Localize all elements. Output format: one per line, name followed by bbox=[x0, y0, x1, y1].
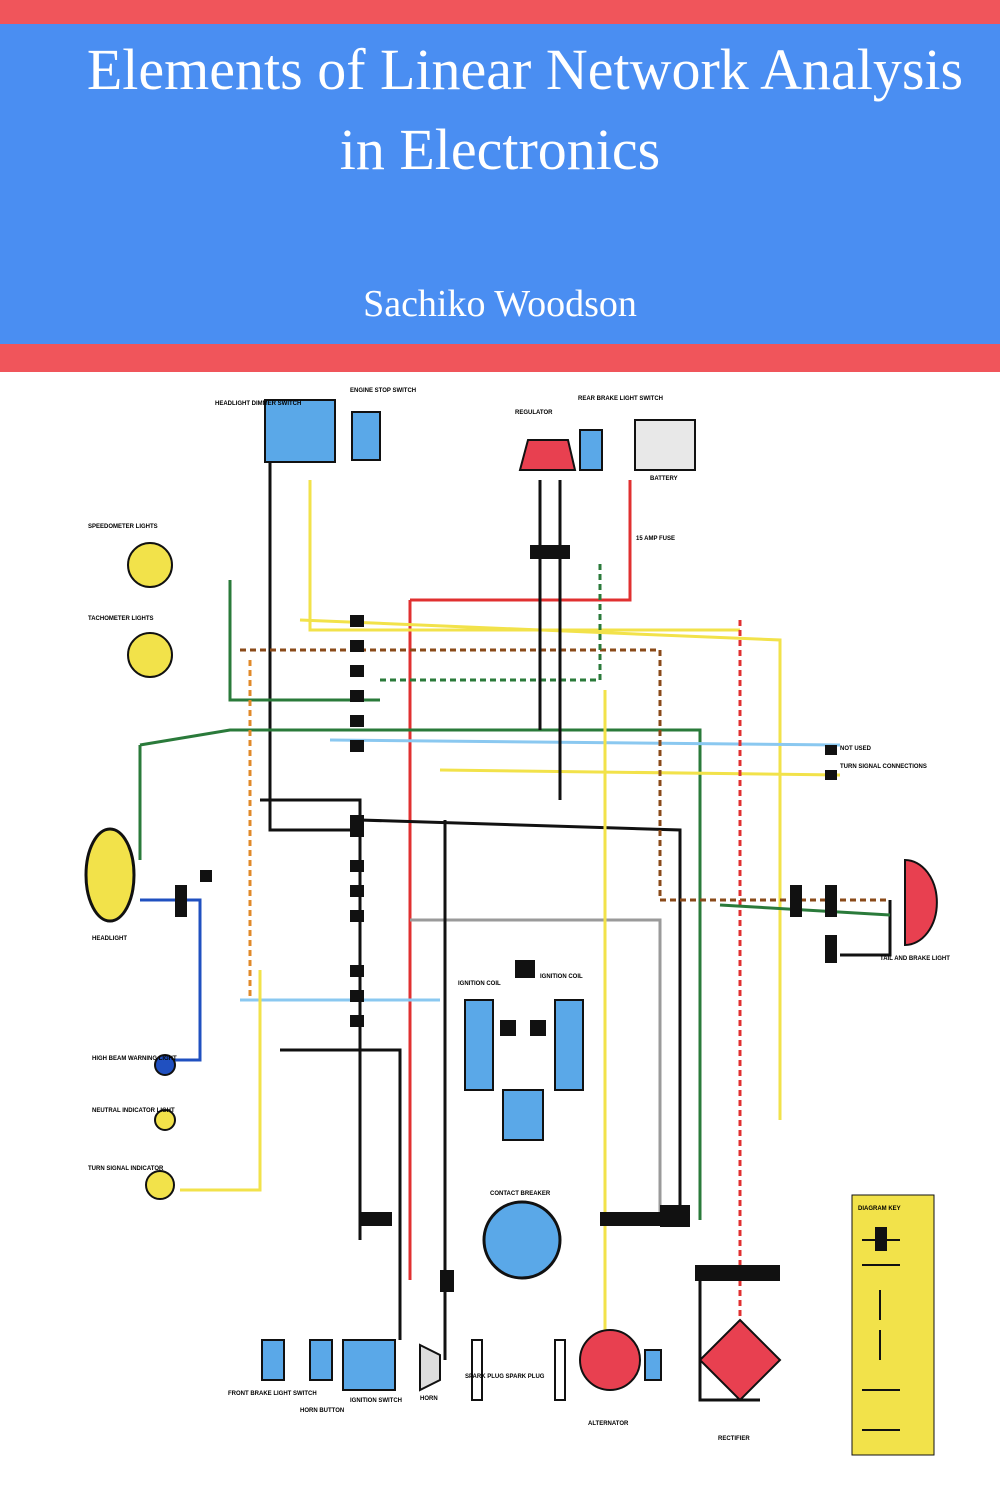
front-brake-switch bbox=[261, 1339, 285, 1381]
label-ignition-coil-left: IGNITION COIL bbox=[458, 981, 501, 987]
alternator bbox=[579, 1329, 641, 1391]
spark-plug-right bbox=[554, 1339, 566, 1401]
wire-black-3 bbox=[538, 480, 562, 800]
horn-button bbox=[309, 1339, 333, 1381]
label-high-beam: HIGH BEAM WARNING LIGHT bbox=[92, 1056, 177, 1062]
label-front-brake: FRONT BRAKE LIGHT SWITCH bbox=[228, 1391, 317, 1397]
wire-green-3 bbox=[380, 560, 602, 682]
label-turn-signal: TURN SIGNAL CONNECTIONS bbox=[840, 764, 927, 770]
wire-green-2 bbox=[228, 580, 380, 702]
ignition-switch bbox=[342, 1339, 396, 1391]
book-title-line-2: in Electronics bbox=[339, 117, 661, 182]
label-fuse: 15 AMP FUSE bbox=[636, 536, 675, 542]
label-battery: BATTERY bbox=[650, 476, 678, 482]
wire-green-tail bbox=[719, 903, 891, 917]
spark-plug-left bbox=[471, 1339, 483, 1401]
label-spark-plug: SPARK PLUG SPARK PLUG bbox=[465, 1374, 545, 1380]
tail-brake-light bbox=[904, 858, 938, 947]
wiring-diagram: DIAGRAM KEY HEADLIGHT DIMMER SWITCH ENGI… bbox=[84, 388, 950, 1456]
label-headlight-dimmer: HEADLIGHT DIMMER SWITCH bbox=[215, 401, 301, 407]
top-red-band bbox=[0, 0, 1000, 24]
label-neutral: NEUTRAL INDICATOR LIGHT bbox=[92, 1108, 175, 1114]
label-speedometer: SPEEDOMETER LIGHTS bbox=[88, 524, 158, 530]
diagram-key-panel bbox=[851, 1194, 935, 1456]
label-ignition-coil-right: IGNITION COIL bbox=[540, 974, 583, 980]
label-contact-breaker: CONTACT BREAKER bbox=[490, 1191, 551, 1197]
bottom-red-band bbox=[0, 344, 1000, 372]
speedometer-light bbox=[127, 542, 173, 588]
contact-breaker bbox=[482, 1200, 562, 1280]
engine-stop-switch bbox=[351, 411, 381, 461]
author-name: Sachiko Woodson bbox=[363, 283, 637, 325]
ignition-coil-right bbox=[554, 999, 584, 1091]
label-ignition-switch: IGNITION SWITCH bbox=[350, 1398, 402, 1404]
diagram-key-title: DIAGRAM KEY bbox=[858, 1206, 901, 1212]
headlight-dimmer-switch bbox=[264, 399, 336, 463]
label-engine-stop: ENGINE STOP SWITCH bbox=[350, 388, 416, 394]
wire-gray bbox=[410, 918, 662, 1220]
wire-black-5 bbox=[280, 1048, 402, 1340]
label-headlight: HEADLIGHT bbox=[92, 936, 127, 942]
neutral-indicator bbox=[154, 1109, 176, 1131]
wire-red-top bbox=[408, 480, 632, 1280]
battery bbox=[634, 419, 696, 471]
wire-yellow-1 bbox=[299, 618, 782, 1120]
wire-brown bbox=[240, 648, 890, 902]
wire-green-1 bbox=[138, 728, 702, 1220]
wire-yellow-2 bbox=[308, 480, 740, 632]
rear-brake-switch bbox=[579, 429, 603, 471]
label-regulator: REGULATOR bbox=[515, 410, 553, 416]
regulator bbox=[518, 439, 577, 471]
tachometer-light bbox=[127, 632, 173, 678]
label-horn: HORN bbox=[420, 1396, 438, 1402]
label-tachometer: TACHOMETER LIGHTS bbox=[88, 616, 154, 622]
rectifier bbox=[698, 1318, 782, 1402]
label-rectifier: RECTIFIER bbox=[718, 1436, 750, 1442]
wire-yellow-3 bbox=[180, 768, 841, 1192]
headlight bbox=[84, 827, 136, 923]
high-beam-light bbox=[154, 1054, 176, 1076]
label-tail-brake: TAIL AND BRAKE LIGHT bbox=[880, 956, 950, 962]
label-not-used: NOT USED bbox=[840, 746, 872, 752]
wire-blue bbox=[140, 898, 202, 1062]
label-rear-brake: REAR BRAKE LIGHT SWITCH bbox=[578, 396, 663, 402]
book-title-line-1: Elements of Linear Network Analysis bbox=[86, 37, 964, 102]
wire-black-1 bbox=[268, 460, 362, 1240]
condenser-pair bbox=[502, 1089, 544, 1141]
wire-lightblue bbox=[240, 738, 841, 1002]
cover-header-panel bbox=[0, 24, 1000, 344]
alternator-connector bbox=[644, 1349, 662, 1381]
label-alternator: ALTERNATOR bbox=[588, 1421, 629, 1427]
book-title: Elements of Linear Network Analysis in E… bbox=[0, 30, 1000, 190]
ignition-coil-left bbox=[464, 999, 494, 1091]
turn-indicator bbox=[145, 1170, 175, 1200]
wire-black-tail bbox=[840, 900, 892, 957]
label-turn-indicator: TURN SIGNAL INDICATOR bbox=[88, 1166, 164, 1172]
label-horn-button: HORN BUTTON bbox=[300, 1408, 344, 1414]
horn bbox=[419, 1343, 441, 1392]
